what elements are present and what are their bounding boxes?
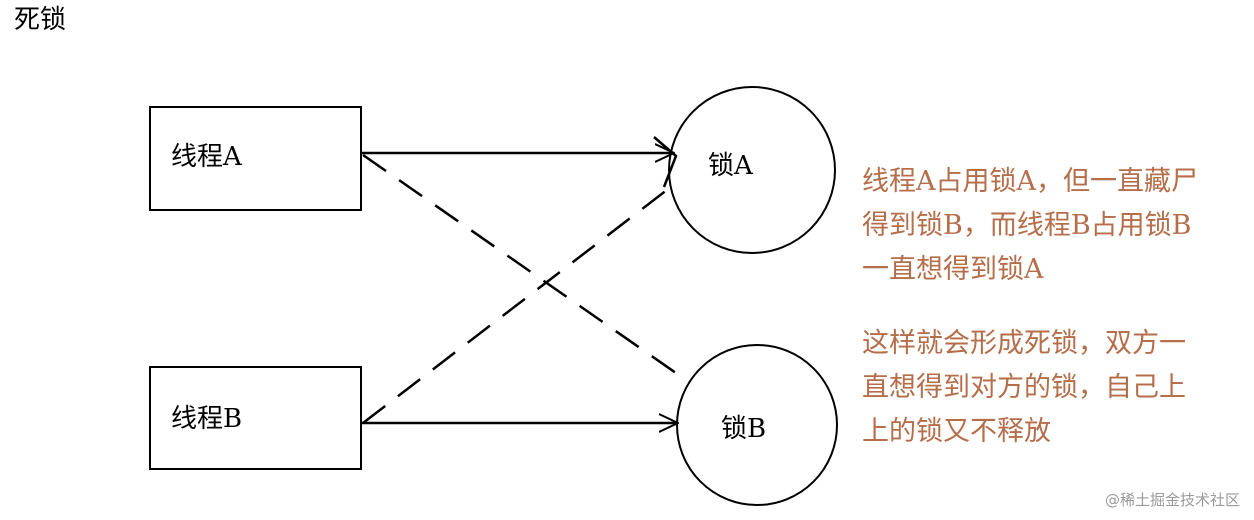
note-holding: 线程A占用锁A，但一直藏尸得到锁B，而线程B占用锁B一直想得到锁A: [862, 166, 1198, 285]
lock-a-circle: [668, 86, 836, 254]
watermark: @稀土掘金技术社区: [1104, 491, 1240, 509]
note-deadlock: 这样就会形成死锁，双方一直想得到对方的锁，自己上上的锁又不释放: [862, 328, 1186, 447]
thread-b-label: 线程B: [171, 404, 242, 434]
thread-a-wants-lock-b-dashed: [362, 153, 687, 382]
lock-b-label: 锁B: [721, 414, 766, 444]
lock-a-label: 锁A: [708, 151, 754, 181]
lock-a-arrowhead: [653, 136, 678, 188]
thread-b-box: [149, 366, 362, 470]
page-title: 死锁: [14, 5, 67, 35]
thread-b-wants-lock-a-dashed: [362, 182, 677, 424]
thread-a-box: [149, 106, 362, 211]
thread-a-label: 线程A: [171, 142, 243, 172]
